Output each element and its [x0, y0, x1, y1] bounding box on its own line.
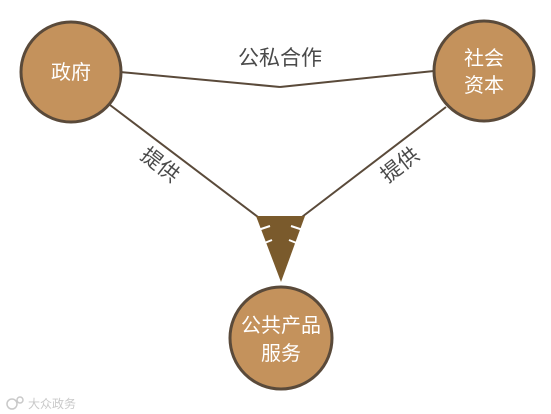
edge-label-provide-right: 提供: [376, 143, 424, 188]
watermark: 大众政务: [6, 396, 76, 411]
watermark-logo-icon: [6, 396, 24, 410]
node-public-service: 公共产品 服务: [228, 285, 334, 391]
edge-label-partnership: 公私合作: [238, 46, 322, 70]
node-government-label: 政府: [51, 60, 91, 84]
edge-label-provide-left: 提供: [136, 143, 184, 188]
node-social-capital-label-line2: 资本: [464, 73, 504, 97]
edge-social-capital-to-service: [297, 106, 447, 221]
node-social-capital: 社会 资本: [432, 19, 536, 123]
node-public-service-label-line1: 公共产品: [241, 313, 321, 337]
edge-government-social-capital-right: [279, 70, 435, 88]
watermark-text: 大众政务: [28, 396, 76, 411]
node-government: 政府: [19, 20, 123, 124]
arrow-down-icon: [256, 216, 305, 282]
edge-government-social-capital: [119, 71, 281, 88]
node-social-capital-label-line1: 社会: [464, 46, 504, 70]
node-public-service-label-line2: 服务: [261, 341, 301, 365]
edge-government-to-service: [109, 104, 263, 221]
